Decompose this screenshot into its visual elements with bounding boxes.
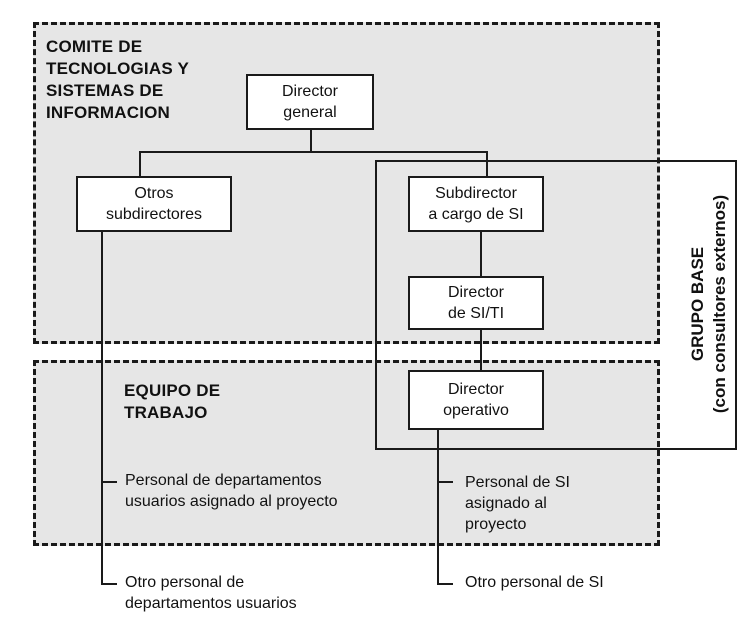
core-group-title: GRUPO BASE (con consultores externos): [688, 194, 729, 414]
director-si-ti-box: Director de SI/TI: [408, 276, 544, 330]
connector-to-subdirector: [486, 151, 488, 177]
tick-otro-personal-si: [437, 583, 453, 585]
core-group-outline: [375, 160, 737, 450]
otro-personal-si-label: Otro personal de SI: [465, 574, 604, 591]
personal-si-label: Personal de SI asignado al proyecto: [465, 474, 570, 533]
connector-dirsi-to-operativo: [480, 330, 482, 370]
connector-to-otros: [139, 151, 141, 177]
work-team-title: EQUIPO DE TRABAJO: [124, 381, 221, 422]
work-team-zone: [33, 360, 660, 546]
tick-personal-si: [437, 481, 453, 483]
personal-usuarios-label: Personal de departamentos usuarios asign…: [125, 472, 338, 510]
director-general-box: Director general: [246, 74, 374, 130]
tick-personal-usuarios: [101, 481, 117, 483]
committee-title: COMITE DE TECNOLOGIAS Y SISTEMAS DE INFO…: [46, 37, 190, 122]
connector-horizontal: [139, 151, 488, 153]
connector-sub-to-dirsi: [480, 232, 482, 276]
connector-otros-down: [101, 232, 103, 585]
otros-subdirectores-box: Otros subdirectores: [76, 176, 232, 232]
connector-general-down: [310, 130, 312, 152]
connector-operativo-down: [437, 430, 439, 585]
subdirector-si-box: Subdirector a cargo de SI: [408, 176, 544, 232]
director-operativo-box: Director operativo: [408, 370, 544, 430]
otro-personal-usuarios-label: Otro personal de departamentos usuarios: [125, 574, 297, 612]
tick-otro-personal-usuarios: [101, 583, 117, 585]
